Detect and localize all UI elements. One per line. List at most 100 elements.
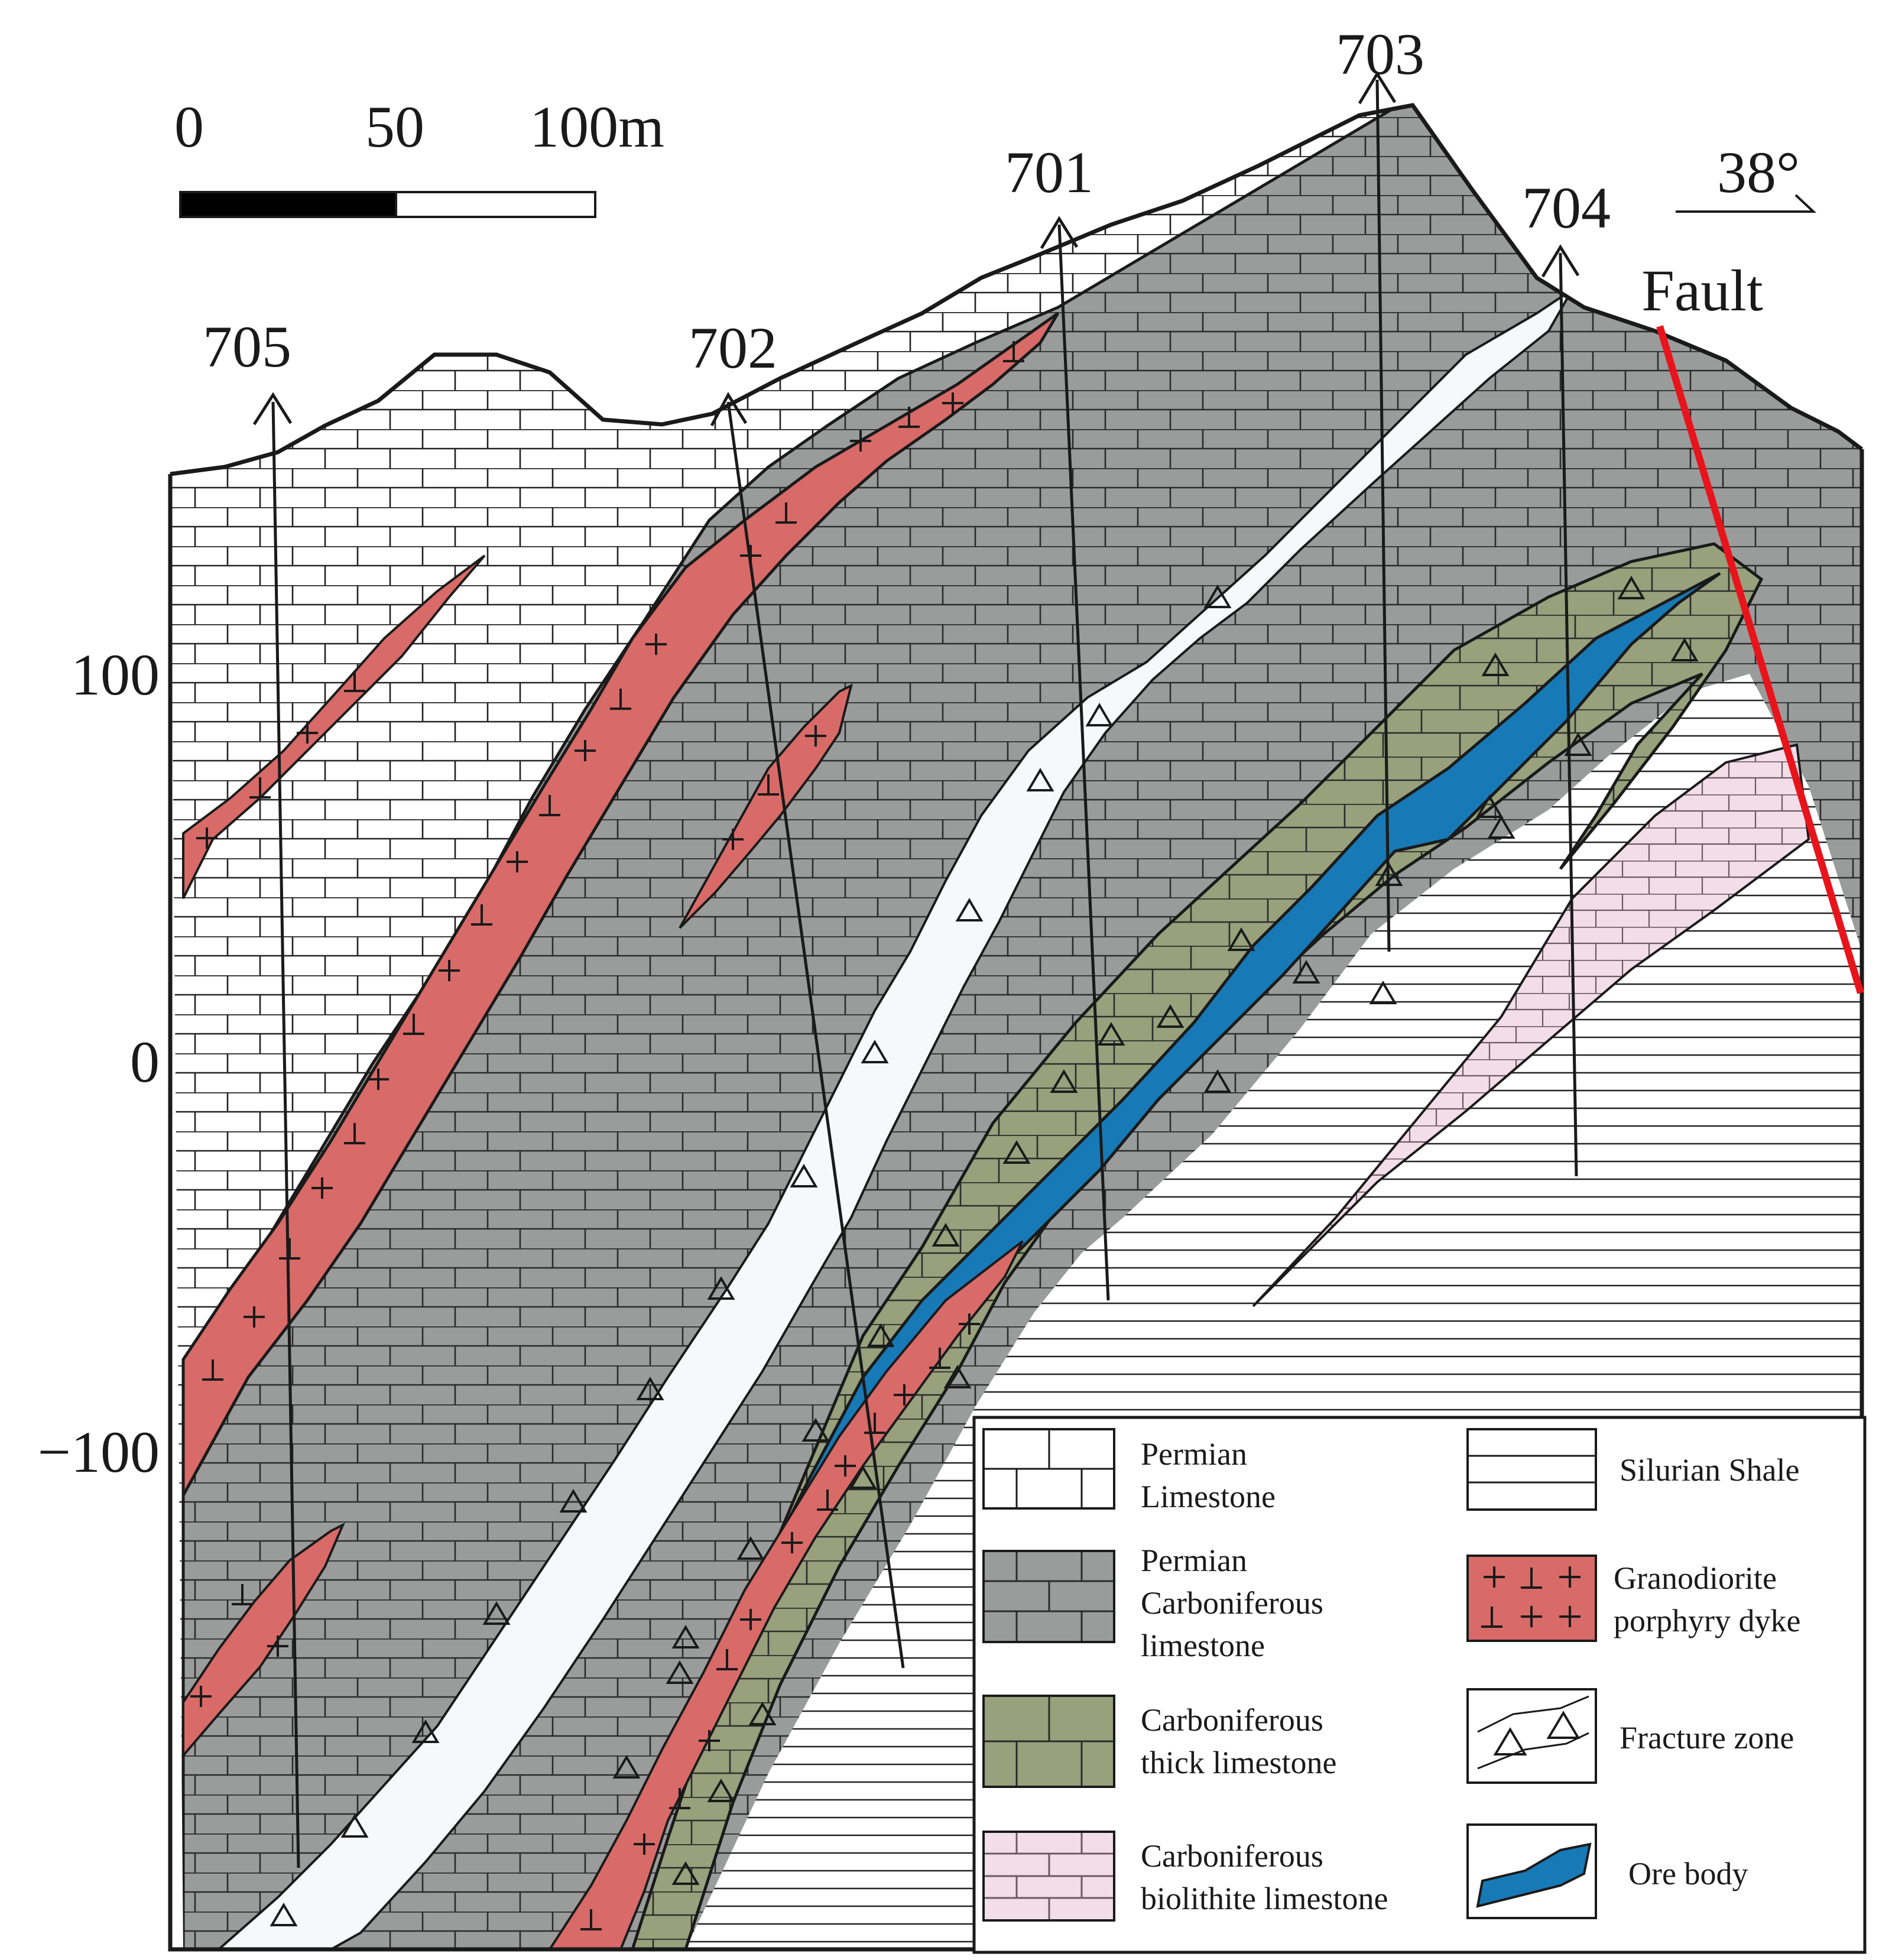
legend-label-permian-limestone-line2: Limestone — [1141, 1479, 1276, 1514]
triangle-icon — [932, 1223, 960, 1247]
legend-label-permian-limestone-line1: Permian — [1141, 1436, 1247, 1472]
drillhole-705[interactable] — [252, 392, 300, 1868]
perpendicular-icon — [344, 671, 365, 692]
triangle-icon — [1156, 1004, 1184, 1028]
triangle-icon — [636, 1377, 664, 1400]
dyke-lower-left — [182, 1522, 345, 1759]
fault-line[interactable] — [1656, 325, 1864, 994]
perpendicular-icon — [580, 1909, 602, 1930]
plus-icon — [267, 1636, 288, 1657]
triangle-icon — [1227, 927, 1255, 951]
plus-icon — [1484, 1566, 1505, 1588]
triangle-icon — [1369, 981, 1397, 1004]
legend-swatch-silurian-shale — [1466, 1428, 1597, 1511]
triangle-icon — [801, 1418, 830, 1442]
perpendicular-icon — [758, 774, 779, 796]
dyke-main — [181, 311, 1060, 1497]
triangle-icon — [671, 1861, 700, 1885]
triangle-icon — [411, 1719, 440, 1743]
triangle-icon — [671, 1625, 700, 1649]
perpendicular-icon — [471, 904, 492, 926]
plus-icon — [645, 634, 667, 655]
triangle-icon — [790, 1164, 818, 1187]
legend-swatch-carboniferous-biolithite-limestone — [982, 1831, 1115, 1922]
legend-label-carboniferous-thick-line2: thick limestone — [1141, 1745, 1336, 1780]
triangle-icon — [1481, 653, 1510, 676]
triangle-icon — [1050, 1069, 1078, 1093]
plus-icon — [835, 1455, 856, 1477]
plus-icon — [894, 1384, 915, 1406]
dyke-middle — [679, 683, 853, 929]
perpendicular-icon — [864, 1413, 885, 1434]
legend-label-silurian-shale: Silurian Shale — [1620, 1452, 1799, 1488]
plus-icon — [507, 851, 528, 872]
triangle-icon — [707, 1779, 735, 1802]
legend-label-permian-carboniferous-line1: Permian — [1141, 1543, 1247, 1578]
plus-icon — [740, 1609, 761, 1630]
perpendicular-icon — [202, 1359, 223, 1381]
scale-tick-0: 0 — [174, 94, 204, 160]
legend-swatch-carboniferous-thick-limestone — [982, 1695, 1115, 1788]
triangle-icon — [736, 1536, 765, 1560]
fault-label: Fault — [1641, 258, 1763, 323]
orientation-arrow-icon — [1676, 194, 1817, 213]
legend-label-fracture-zone: Fracture zone — [1620, 1720, 1794, 1755]
triangle-icon — [1026, 768, 1054, 791]
drillhole-703[interactable] — [1358, 71, 1397, 952]
legend-label-carboniferous-thick-line1: Carboniferous — [1141, 1702, 1323, 1738]
drillhole-702[interactable] — [710, 392, 905, 1669]
orientation-angle: 38° — [1717, 139, 1800, 205]
triangle-icon — [955, 898, 984, 921]
drillhole-704[interactable] — [1541, 244, 1580, 1177]
ore-body-icon — [1476, 1842, 1592, 1908]
legend-swatch-permian-limestone — [982, 1428, 1115, 1510]
perpendicular-icon — [1481, 1607, 1502, 1628]
plus-icon — [311, 1177, 333, 1199]
perpendicular-icon — [669, 1788, 690, 1809]
legend-swatch-permian-carboniferous-limestone — [982, 1550, 1115, 1643]
plus-icon — [850, 430, 871, 452]
topographic-surface — [170, 103, 1864, 476]
triangle-icon — [867, 1323, 895, 1347]
triangle-icon — [1670, 638, 1699, 661]
carboniferous-thick-limestone-unit — [630, 542, 1764, 1949]
scale-bar-black-segment — [179, 191, 397, 218]
scale-tick-100m: 100m — [530, 94, 664, 160]
perpendicular-icon — [539, 795, 560, 816]
triangle-icon — [1475, 794, 1504, 818]
triangle-icon — [666, 1660, 694, 1684]
plus-icon — [722, 829, 744, 850]
drillhole-label-705: 705 — [203, 314, 291, 379]
perpendicular-icon — [817, 1490, 838, 1511]
drillhole-701[interactable] — [1040, 216, 1110, 1301]
triangle-icon — [1546, 1711, 1581, 1739]
triangle-icon — [943, 1365, 972, 1388]
legend-label-permian-carboniferous-line2: Carboniferous — [1141, 1585, 1323, 1621]
plus-icon — [959, 1313, 980, 1335]
drillhole-label-701: 701 — [1005, 139, 1093, 205]
triangle-icon — [1097, 1022, 1125, 1046]
plus-icon — [781, 1532, 803, 1553]
perpendicular-icon — [232, 1584, 253, 1605]
drillhole-label-703: 703 — [1336, 21, 1424, 87]
triangle-icon — [707, 1276, 735, 1300]
scale-bar-white-segment — [395, 191, 596, 218]
legend-label-carboniferous-biolithite-line1: Carboniferous — [1141, 1838, 1323, 1874]
legend-label-permian-carboniferous-line3: limestone — [1141, 1628, 1265, 1663]
triangle-icon — [1493, 1727, 1527, 1755]
plus-icon — [1559, 1566, 1581, 1588]
plus-icon — [439, 960, 460, 981]
legend-box — [972, 1416, 1867, 1954]
orientation-indicator: 38° — [1676, 139, 1817, 213]
triangle-icon — [612, 1755, 641, 1779]
dyke-symbols — [190, 341, 1024, 1930]
perpendicular-icon — [344, 1123, 365, 1144]
drillhole-label-704: 704 — [1522, 175, 1611, 241]
plus-icon — [196, 828, 218, 849]
plus-icon — [297, 722, 318, 744]
triangle-icon — [1203, 1069, 1232, 1093]
perpendicular-icon — [1003, 341, 1024, 362]
plus-icon — [244, 1306, 265, 1328]
